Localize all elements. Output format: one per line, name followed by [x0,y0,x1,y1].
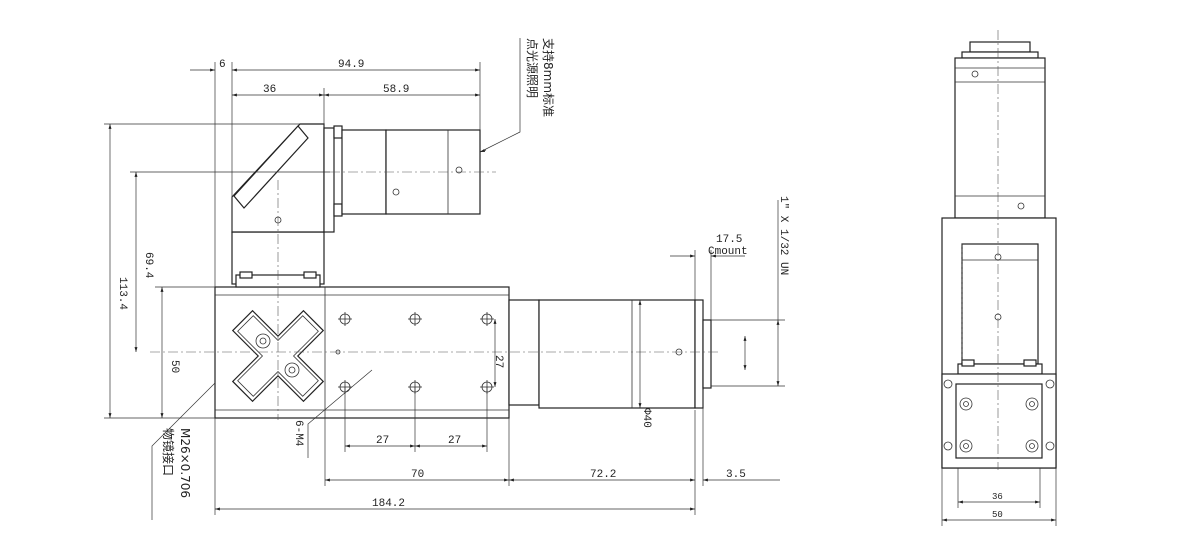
label-thread-spec: 1" X 1/32 UN [777,196,789,275]
dim-70: 70 [411,469,424,481]
label-holes: 6-M4 [292,420,304,447]
dim-6: 6 [219,59,226,71]
dim-50-left: 50 [168,360,180,373]
label-illumination-line2: 点光源照明 [525,38,539,98]
dim-50-side: 50 [992,510,1003,520]
label-cmount: Cmount [708,246,748,258]
side-dimensions: 36 50 [941,468,1057,526]
front-dimensions: 6 94.9 36 58.9 113.4 69.4 50 27 27 27 [104,38,789,520]
dim-58-9: 58.9 [383,84,409,96]
dim-27-h1: 27 [376,435,389,447]
label-objective-port: 物镜接口 [161,428,176,476]
label-objective-thread: M26×0.706 [178,428,192,498]
dim-36-side: 36 [992,492,1003,502]
dim-113-4: 113.4 [116,277,128,310]
dim-diameter-40: Φ40 [640,408,652,428]
dim-72-2: 72.2 [590,469,616,481]
dim-36-top: 36 [263,84,276,96]
side-screws [943,379,1055,453]
label-illumination-line1: 支持8mm标准 [541,38,556,117]
front-view [150,123,720,420]
side-view [941,30,1057,470]
dim-27-vertical: 27 [492,355,504,368]
dim-17-5: 17.5 [716,234,742,246]
dim-27-h2: 27 [448,435,461,447]
dim-184-2: 184.2 [372,498,405,510]
dim-69-4: 69.4 [142,252,154,279]
dim-94-9: 94.9 [338,59,364,71]
dim-3-5: 3.5 [726,469,746,481]
